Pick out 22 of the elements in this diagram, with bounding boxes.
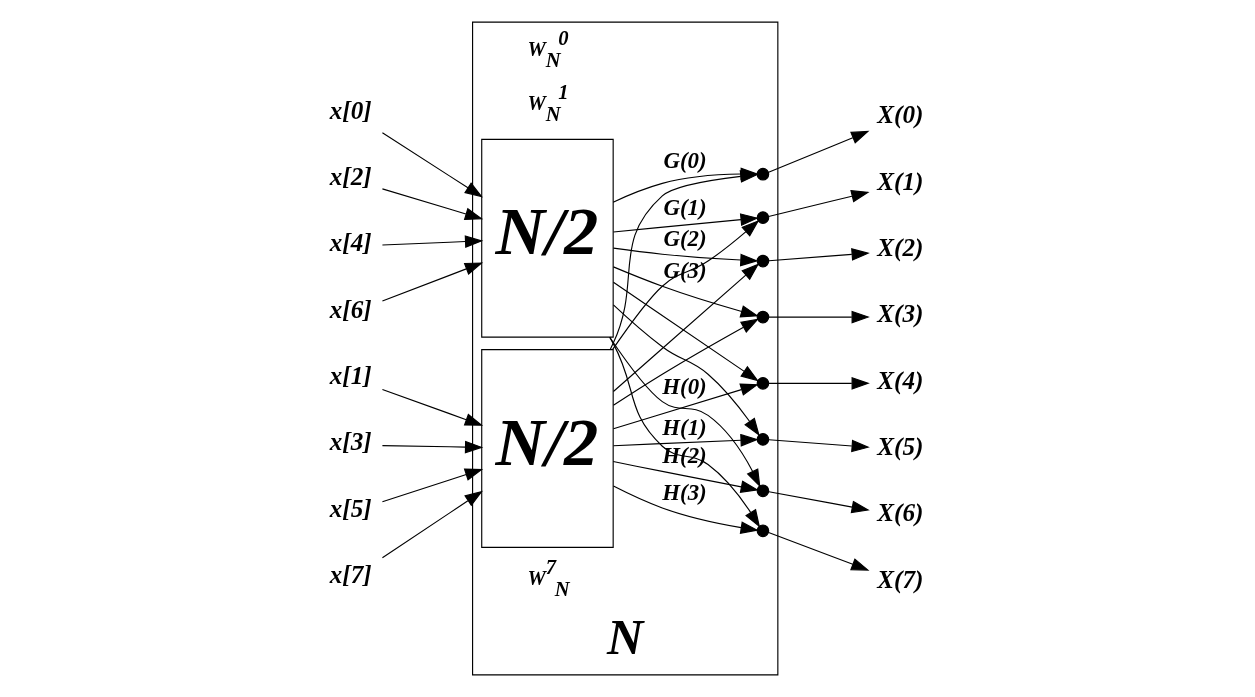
node-text: X(0) <box>877 101 924 129</box>
edge-label: H(0) <box>662 373 707 399</box>
node-text: x[2] <box>329 163 372 191</box>
node-text: x[3] <box>329 428 372 456</box>
edge-label: G(1) <box>663 195 707 221</box>
edge-label: G(0) <box>663 148 707 174</box>
node-text: x[6] <box>329 295 372 323</box>
edge-label: G(2) <box>663 226 707 252</box>
node-text: x[1] <box>329 362 372 390</box>
node-text: x[4] <box>329 229 372 257</box>
edge-label: H(3) <box>662 479 707 505</box>
node-text: X(6) <box>877 499 924 527</box>
node-text: X(7) <box>877 565 924 593</box>
node-text: x[5] <box>329 494 372 522</box>
node-text: X(5) <box>877 432 924 460</box>
node-text: X(1) <box>877 167 924 195</box>
node-text: X(2) <box>877 234 924 262</box>
node-text: X(4) <box>877 366 924 394</box>
node-text: x[0] <box>329 96 372 124</box>
node-text: X(3) <box>877 300 924 328</box>
node-text: x[7] <box>329 560 372 588</box>
edge-label: H(1) <box>662 414 707 440</box>
